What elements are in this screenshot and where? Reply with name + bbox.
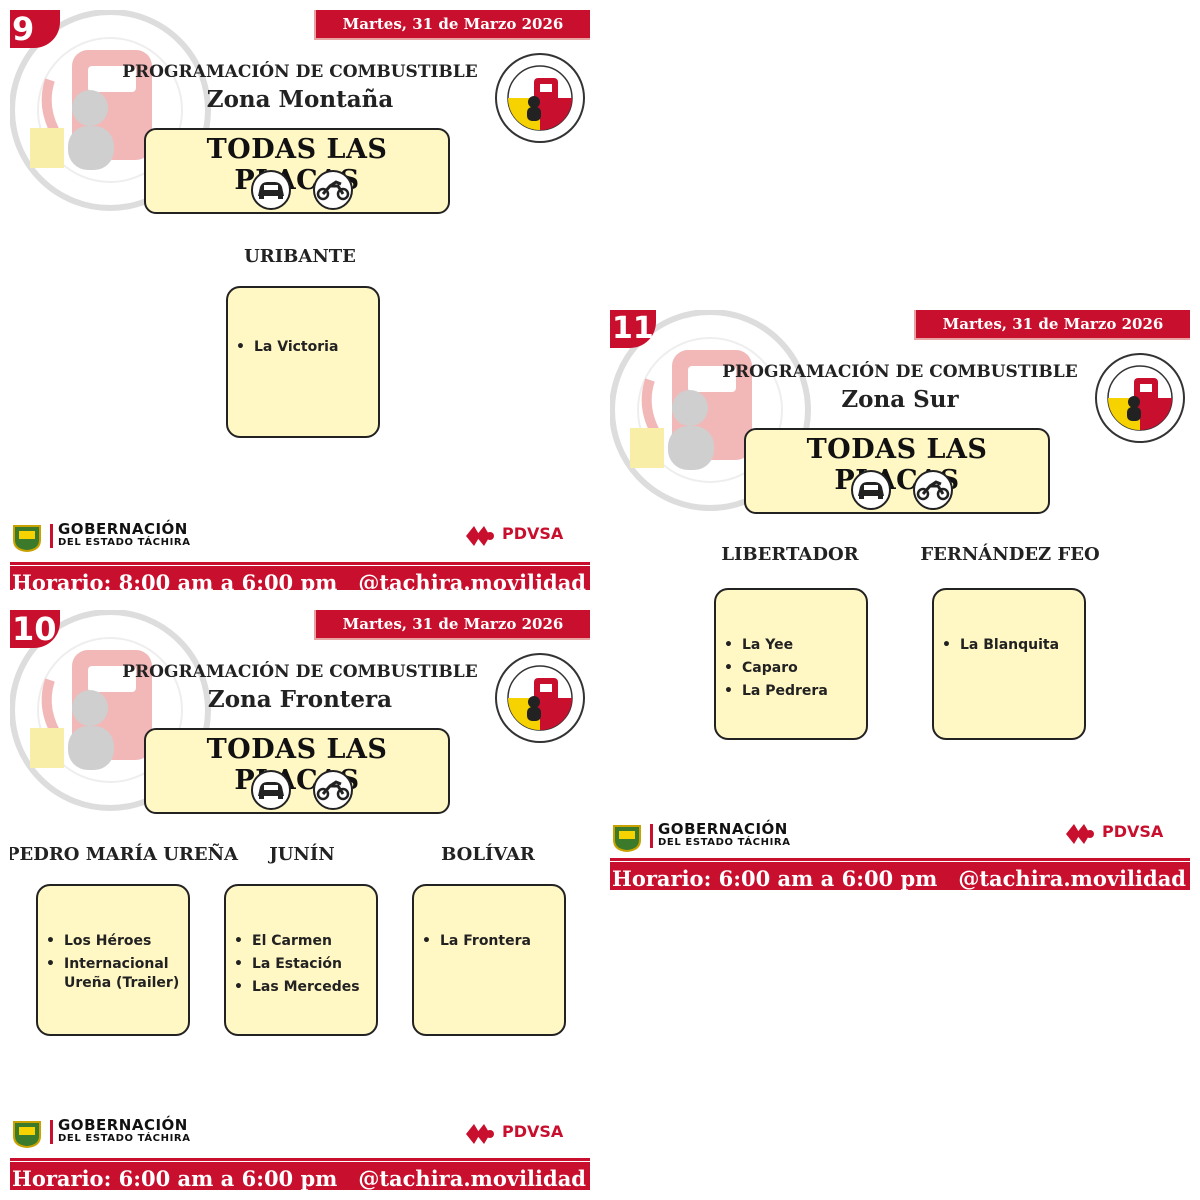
motorcycle-icon — [313, 170, 353, 210]
footer-rule — [10, 562, 590, 565]
all-plates-box: TODAS LAS PLACAS — [744, 428, 1050, 514]
station-item: Internacional Ureña (Trailer) — [46, 955, 188, 993]
gob-line1: GOBERNACIÓN — [658, 820, 788, 838]
program-title: PROGRAMACIÓN DE COMBUSTIBLE — [122, 662, 478, 682]
municipality-bolivar: BOLÍVAR — [441, 844, 535, 865]
fuel-pump-watermark — [10, 610, 211, 811]
station-item: La Victoria — [236, 338, 378, 357]
car-icon — [251, 170, 291, 210]
all-plates-title: TODAS LAS PLACAS — [806, 434, 988, 496]
movilidad-seal-icon — [495, 653, 585, 743]
stations-box-libertador: La Yee Caparo La Pedrera — [714, 588, 868, 740]
stations-box-fernandez-feo: La Blanquita — [932, 588, 1086, 740]
all-plates-box: TODAS LAS PLACAS — [144, 728, 450, 814]
date-banner: Martes, 31 de Marzo 2026 — [914, 310, 1190, 340]
gob-divider — [650, 824, 653, 848]
gob-line1: GOBERNACIÓN — [58, 1116, 188, 1134]
slide-zona-montana: 9 Martes, 31 de Marzo 2026 PROGRAMACIÓN … — [10, 10, 590, 590]
pdvsa-sun-icon — [466, 1124, 494, 1144]
station-item: La Frontera — [422, 932, 564, 951]
station-item: La Pedrera — [724, 682, 866, 701]
car-icon — [851, 470, 891, 510]
state-crest-icon — [13, 525, 41, 552]
date-banner: Martes, 31 de Marzo 2026 — [314, 610, 590, 640]
gob-line2: DEL ESTADO TÁCHIRA — [58, 1133, 191, 1144]
all-plates-box: TODAS LAS PLACAS — [144, 128, 450, 214]
municipality-junin: JUNÍN — [269, 844, 335, 865]
stations-box-bolivar: La Frontera — [412, 884, 566, 1036]
gob-divider — [50, 1120, 53, 1144]
pdvsa-text: PDVSA — [502, 1122, 564, 1141]
station-item: La Yee — [724, 636, 866, 655]
station-item: Los Héroes — [46, 932, 188, 951]
gobernacion-logo: GOBERNACIÓN DEL ESTADO TÁCHIRA — [610, 820, 820, 856]
stations-box-pedro-maria-urena: Los Héroes Internacional Ureña (Trailer) — [36, 884, 190, 1036]
stations-box-uribante: La Victoria — [226, 286, 380, 438]
motorcycle-icon — [913, 470, 953, 510]
municipality-uribante: URIBANTE — [244, 246, 356, 267]
municipality-fernandez-feo: FERNÁNDEZ FEO — [920, 544, 1100, 565]
stations-box-junin: El Carmen La Estación Las Mercedes — [224, 884, 378, 1036]
pdvsa-sun-icon — [1066, 824, 1094, 844]
municipality-libertador: LIBERTADOR — [721, 544, 859, 565]
station-item: El Carmen — [234, 932, 376, 951]
slide-number: 10 — [10, 610, 60, 648]
program-title: PROGRAMACIÓN DE COMBUSTIBLE — [122, 62, 478, 82]
station-item: Caparo — [724, 659, 866, 678]
station-item: La Estación — [234, 955, 376, 974]
gob-line1: GOBERNACIÓN — [58, 520, 188, 538]
gob-divider — [50, 524, 53, 548]
social-handle[interactable]: @tachira.movilidad — [358, 570, 586, 590]
zone-title: Zona Montaña — [206, 86, 394, 113]
zone-title: Zona Frontera — [207, 686, 393, 713]
gob-line2: DEL ESTADO TÁCHIRA — [58, 537, 191, 548]
schedule-text: Horario: 6:00 am a 6:00 pm — [612, 866, 938, 890]
pdvsa-text: PDVSA — [502, 524, 564, 543]
movilidad-seal-icon — [1095, 353, 1185, 443]
state-crest-icon — [13, 1121, 41, 1148]
slide-zona-frontera: 10 Martes, 31 de Marzo 2026 PROGRAMACIÓN… — [10, 610, 590, 1190]
zone-title: Zona Sur — [841, 386, 959, 413]
gobernacion-logo: GOBERNACIÓN DEL ESTADO TÁCHIRA — [10, 1116, 220, 1152]
fuel-pump-watermark — [10, 10, 211, 211]
slide-zona-sur: 11 Martes, 31 de Marzo 2026 PROGRAMACIÓN… — [610, 310, 1190, 890]
program-title: PROGRAMACIÓN DE COMBUSTIBLE — [722, 362, 1078, 382]
pdvsa-sun-icon — [466, 526, 494, 546]
fuel-pump-watermark — [610, 310, 811, 511]
date-banner: Martes, 31 de Marzo 2026 — [314, 10, 590, 40]
state-crest-icon — [613, 825, 641, 852]
footer-rule — [610, 858, 1190, 861]
all-plates-title: TODAS LAS PLACAS — [206, 734, 388, 796]
gobernacion-logo: GOBERNACIÓN DEL ESTADO TÁCHIRA — [10, 520, 220, 556]
social-handle[interactable]: @tachira.movilidad — [358, 1166, 586, 1190]
footer-rule — [10, 1158, 590, 1161]
all-plates-title: TODAS LAS PLACAS — [206, 134, 388, 196]
footer-bar: Horario: 6:00 am a 6:00 pm @tachira.movi… — [610, 858, 1190, 890]
schedule-text: Horario: 8:00 am a 6:00 pm — [12, 570, 338, 590]
footer-bar: Horario: 6:00 am a 6:00 pm @tachira.movi… — [10, 1158, 590, 1190]
pdvsa-logo: PDVSA — [1064, 820, 1184, 848]
footer-bar: Horario: 8:00 am a 6:00 pm @tachira.movi… — [10, 562, 590, 590]
municipality-pedro-maria-urena: PEDRO MARÍA UREÑA — [10, 844, 239, 865]
pdvsa-logo: PDVSA — [464, 1120, 584, 1148]
slide-number: 11 — [610, 310, 656, 348]
movilidad-seal-icon — [495, 53, 585, 143]
station-item: Las Mercedes — [234, 978, 376, 997]
gob-line2: DEL ESTADO TÁCHIRA — [658, 837, 791, 848]
car-icon — [251, 770, 291, 810]
station-item: La Blanquita — [942, 636, 1084, 655]
motorcycle-icon — [313, 770, 353, 810]
pdvsa-text: PDVSA — [1102, 822, 1164, 841]
social-handle[interactable]: @tachira.movilidad — [958, 866, 1186, 890]
pdvsa-logo: PDVSA — [464, 522, 584, 550]
schedule-text: Horario: 6:00 am a 6:00 pm — [12, 1166, 338, 1190]
